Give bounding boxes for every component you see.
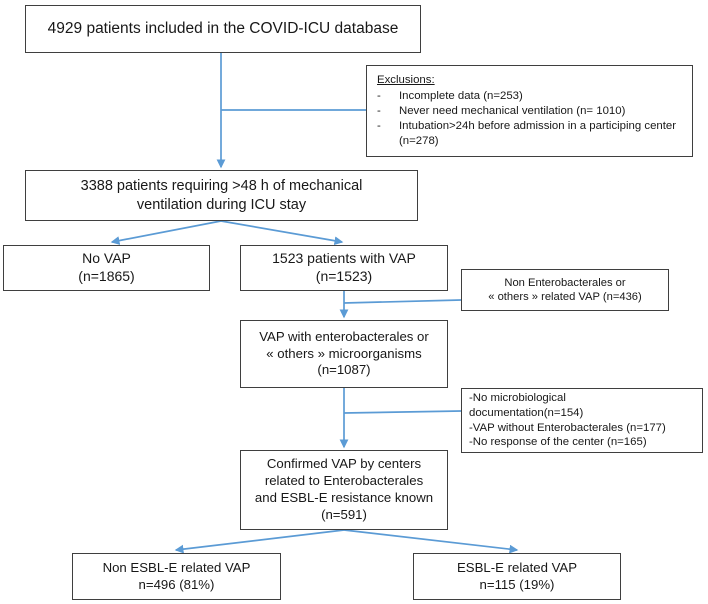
node-total-line-1: 4929 patients included in the COVID-ICU … xyxy=(47,20,399,38)
node-non-esbl-line-1: Non ESBL-E related VAP xyxy=(102,559,251,575)
node-vap-entero-line-3: (n=1087) xyxy=(317,362,371,378)
connector-confirmed-to-esbl xyxy=(343,529,519,554)
node-vap-entero-line-1: VAP with enterobacterales or xyxy=(259,328,429,344)
exclusions-item-2: - Never need mechanical ventilation (n= … xyxy=(377,104,684,119)
node-exclusions: Exclusions: - Incomplete data (n=253) - … xyxy=(366,65,693,157)
bullet-dash-icon: - xyxy=(377,89,381,102)
connector-ventilated-to-vap xyxy=(220,220,344,246)
node-no-micro-line-4: -No response of the center (n=165) xyxy=(469,436,647,449)
node-non-entero-line-1: Non Enterobacterales or xyxy=(504,276,626,289)
node-confirmed-vap: Confirmed VAP by centers related to Ente… xyxy=(240,450,448,530)
node-confirmed-line-1: Confirmed VAP by centers xyxy=(266,456,422,472)
exclusions-item-1-text: Incomplete data (n=253) xyxy=(399,89,523,102)
node-esbl-vap: ESBL-E related VAP n=115 (19%) xyxy=(413,553,621,600)
node-ventilated-line-1: 3388 patients requiring >48 h of mechani… xyxy=(80,177,363,194)
node-confirmed-line-4: (n=591) xyxy=(321,506,367,522)
node-total-patients: 4929 patients included in the COVID-ICU … xyxy=(25,5,421,53)
node-no-vap: No VAP (n=1865) xyxy=(3,245,210,291)
node-confirmed-line-2: related to Enterobacterales xyxy=(264,473,424,489)
node-confirmed-line-3: and ESBL-E resistance known xyxy=(254,490,434,505)
node-vap-entero-line-2: « others » microorganisms xyxy=(266,345,422,361)
node-esbl-line-1: ESBL-E related VAP xyxy=(457,559,577,575)
node-no-micro-line-2: documentation(n=154) xyxy=(469,406,584,419)
exclusions-item-3: - Intubation>24h before admission in a p… xyxy=(377,119,684,149)
node-non-entero-line-2: « others » related VAP (n=436) xyxy=(488,291,642,303)
connector-confirmed-to-nonesbl xyxy=(174,529,345,554)
node-no-vap-line-1: No VAP xyxy=(82,250,131,267)
node-no-micro-line-3: -VAP without Enterobacterales (n=177) xyxy=(469,421,666,434)
connector-vap-to-nonentero xyxy=(343,299,462,304)
node-vap-enterobacterales: VAP with enterobacterales or « others » … xyxy=(240,320,448,388)
node-vap: 1523 patients with VAP (n=1523) xyxy=(240,245,448,291)
node-non-esbl-line-2: n=496 (81%) xyxy=(138,576,215,592)
node-ventilated-line-2: ventilation during ICU stay xyxy=(136,196,307,213)
bullet-dash-icon: - xyxy=(377,120,381,133)
node-no-microbiological-excluded: -No microbiological documentation(n=154)… xyxy=(461,388,703,453)
exclusions-item-1: - Incomplete data (n=253) xyxy=(377,89,684,104)
node-no-vap-line-2: (n=1865) xyxy=(78,268,135,284)
exclusions-item-3-text: Intubation>24h before admission in a par… xyxy=(399,120,677,148)
exclusions-item-2-text: Never need mechanical ventilation (n= 10… xyxy=(399,104,626,117)
node-vap-line-1: 1523 patients with VAP xyxy=(272,250,416,267)
node-no-micro-line-1: -No microbiological xyxy=(469,391,566,404)
bullet-dash-icon: - xyxy=(377,104,381,117)
node-non-esbl-vap: Non ESBL-E related VAP n=496 (81%) xyxy=(72,553,281,600)
node-vap-line-2: (n=1523) xyxy=(315,268,373,284)
node-esbl-line-2: n=115 (19%) xyxy=(479,576,555,592)
connector-vapentero-to-nomicro xyxy=(343,410,462,414)
connector-ventilated-to-novap xyxy=(110,220,222,245)
exclusions-title: Exclusions: xyxy=(377,73,435,86)
node-ventilated-patients: 3388 patients requiring >48 h of mechani… xyxy=(25,170,418,221)
node-non-enterobacterales-excluded: Non Enterobacterales or « others » relat… xyxy=(461,269,669,311)
